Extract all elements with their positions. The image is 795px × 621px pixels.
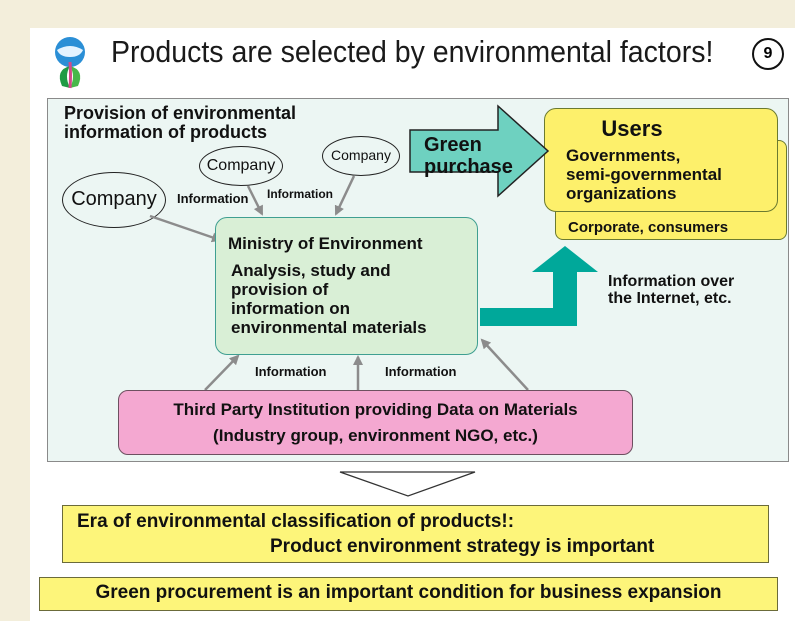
users-desc-line-3: organizations	[566, 184, 677, 203]
ministry-desc-line-3: information on	[231, 299, 350, 318]
ministry-description: Analysis, study and provision of informa…	[231, 261, 427, 337]
provision-line-2: information of products	[64, 122, 267, 142]
ministry-box	[215, 217, 478, 355]
down-arrow	[339, 471, 476, 497]
information-label-2: Information	[267, 187, 333, 201]
green-procurement-banner	[39, 577, 778, 611]
third-party-line-2: (Industry group, environment NGO, etc.)	[213, 426, 538, 445]
internet-line-1: Information over	[608, 273, 735, 290]
information-label-1: Information	[177, 191, 249, 206]
company-ellipse-3: Company	[322, 136, 400, 176]
third-party-box	[118, 390, 633, 455]
third-party-line-1: Third Party Institution providing Data o…	[173, 400, 578, 419]
arrow-company-2	[246, 185, 264, 216]
users-front-box	[544, 108, 778, 212]
arrow-company-3	[334, 175, 356, 216]
era-line-2: Product environment strategy is importan…	[270, 536, 655, 557]
era-line-1: Era of environmental classification of p…	[77, 511, 515, 532]
information-label-3: Information	[255, 364, 327, 379]
ministry-desc-line-1: Analysis, study and	[231, 261, 391, 280]
company-ellipse-2: Company	[199, 146, 283, 186]
arrow-third-right	[480, 338, 529, 391]
provision-heading: Provision of environmental information o…	[64, 104, 296, 142]
green-purchase-line-2: purchase	[424, 156, 513, 178]
users-desc-line-2: semi-governmental	[566, 165, 722, 184]
ministry-title: Ministry of Environment	[228, 234, 423, 253]
ministry-desc-line-2: provision of	[231, 280, 329, 299]
information-label-4: Information	[385, 364, 457, 379]
users-title: Users	[601, 116, 663, 141]
green-purchase-label: Green purchase	[424, 134, 513, 178]
page-title: Products are selected by environmental f…	[111, 34, 714, 69]
provision-line-1: Provision of environmental	[64, 103, 297, 123]
arrow-company-1	[149, 214, 222, 243]
users-description: Governments, semi-governmental organizat…	[566, 146, 722, 203]
green-purchase-arrow	[409, 104, 550, 198]
users-desc-line-1: Governments,	[566, 146, 681, 165]
arrow-third-left	[204, 354, 240, 391]
internet-line-2: the Internet, etc.	[608, 290, 732, 307]
company-ellipse-1: Company	[62, 172, 166, 228]
internet-label: Information over the Internet, etc.	[608, 273, 734, 307]
internet-info-arrow	[480, 246, 598, 326]
era-banner	[62, 505, 769, 563]
green-purchase-line-1: Green	[424, 134, 482, 156]
users-corporate-label: Corporate, consumers	[568, 219, 729, 236]
page-number-badge: 9	[752, 38, 784, 70]
ministry-desc-line-4: environmental materials	[231, 318, 427, 337]
green-procurement-text: Green procurement is an important condit…	[95, 582, 722, 603]
